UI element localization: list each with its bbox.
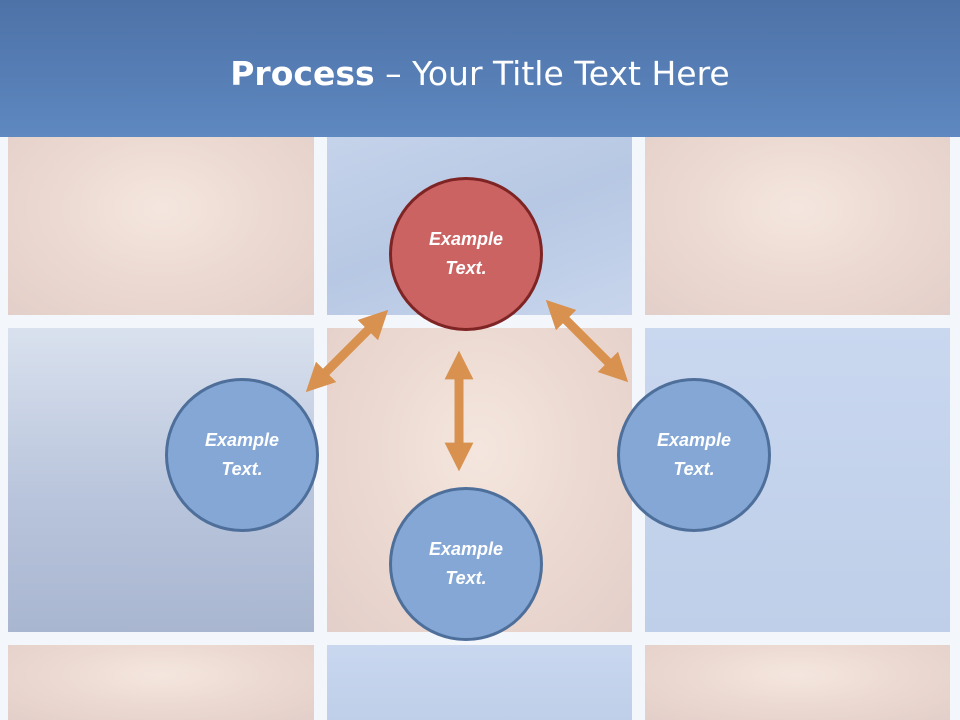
- photo-tile-toothpaste: [327, 645, 632, 720]
- node-left[interactable]: Example Text.: [165, 378, 319, 532]
- page-title: Process – Your Title Text Here: [0, 52, 960, 96]
- title-banner: Process – Your Title Text Here: [0, 0, 960, 137]
- photo-tile-face-bottom: [645, 645, 950, 720]
- photo-tile-smile-lips: [8, 137, 314, 315]
- arrow-top-left: [305, 309, 389, 393]
- photo-tile-nose: [8, 645, 314, 720]
- title-bold: Process: [230, 54, 375, 93]
- node-top[interactable]: Example Text.: [389, 177, 543, 331]
- photo-tile-smile-teeth: [645, 137, 950, 315]
- node-bottom[interactable]: Example Text.: [389, 487, 543, 641]
- arrow-top-right: [545, 299, 629, 383]
- node-right[interactable]: Example Text.: [617, 378, 771, 532]
- title-rest: – Your Title Text Here: [374, 54, 730, 93]
